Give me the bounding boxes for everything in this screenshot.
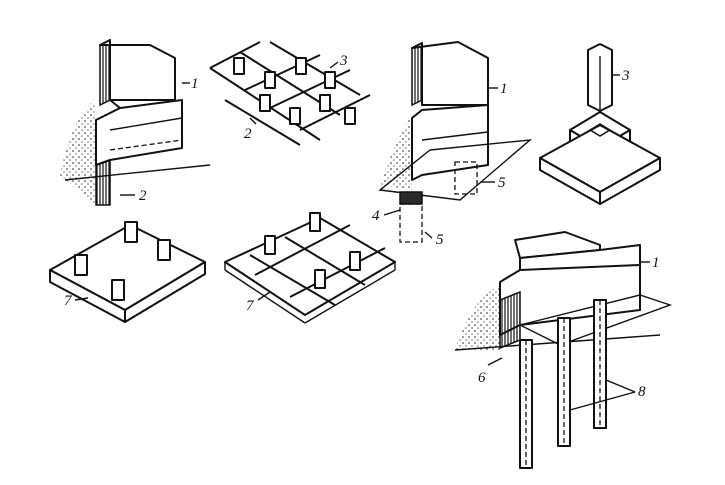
- label-1: 1: [191, 76, 199, 92]
- beam: [244, 54, 321, 91]
- label-8: 8: [638, 384, 646, 400]
- ground-line: [64, 164, 211, 181]
- footing-lower: [539, 124, 661, 193]
- post: [157, 239, 171, 261]
- ground-plane: [378, 139, 533, 201]
- strip-foundation-wall: [60, 38, 211, 206]
- wall-edge: [421, 131, 489, 141]
- rib: [289, 247, 386, 298]
- rib: [284, 236, 366, 286]
- pillar-hidden: [454, 161, 478, 195]
- label-3: 3: [339, 53, 348, 69]
- footing-section-hatch: [95, 158, 111, 206]
- label-7: 7: [64, 293, 73, 309]
- leader-7: [257, 291, 271, 301]
- label-1: 1: [652, 255, 660, 271]
- leader-6: [487, 357, 503, 366]
- label-5: 5: [436, 232, 444, 248]
- footing-edge: [109, 117, 183, 131]
- wall-top: [411, 41, 489, 106]
- raft-edge: [304, 269, 396, 324]
- label-5: 5: [498, 175, 506, 191]
- wall-section-hatch: [411, 41, 423, 107]
- pillar-top-section: [399, 191, 423, 205]
- post: [233, 57, 245, 75]
- slab-side: [124, 261, 206, 323]
- leader-8: [605, 379, 636, 393]
- wall-body: [411, 104, 489, 181]
- post: [124, 221, 138, 243]
- soil-stipple: [60, 100, 95, 205]
- leader-3: [329, 61, 339, 69]
- column-footing: [539, 43, 661, 205]
- post: [349, 251, 361, 271]
- leader-2: [249, 117, 257, 125]
- beam: [224, 99, 301, 146]
- label-3: 3: [621, 68, 630, 84]
- wall-on-piles: [454, 231, 673, 469]
- post: [295, 57, 307, 75]
- soil-stipple: [455, 285, 500, 350]
- post: [74, 254, 88, 276]
- beam: [269, 69, 351, 109]
- post: [264, 235, 276, 255]
- post: [319, 94, 331, 112]
- beam-grid-foundation: [209, 41, 371, 146]
- soil-stipple: [380, 115, 412, 190]
- label-7: 7: [246, 298, 255, 314]
- raft-edge: [224, 269, 306, 324]
- wall-on-pillars: [378, 41, 533, 243]
- post: [314, 269, 326, 289]
- footing-hidden-edge: [109, 139, 183, 151]
- socket: [588, 123, 612, 137]
- label-2: 2: [139, 188, 147, 204]
- leader-8: [569, 391, 636, 411]
- label-2: 2: [244, 126, 252, 142]
- label-4: 4: [372, 208, 380, 224]
- wall-top: [99, 39, 176, 101]
- beam: [269, 41, 361, 96]
- rib: [254, 224, 351, 276]
- post: [289, 107, 301, 125]
- post: [344, 107, 356, 125]
- slab-with-posts: [49, 221, 206, 323]
- post: [324, 71, 336, 89]
- post: [259, 94, 271, 112]
- rib: [249, 254, 336, 306]
- pillar-hidden: [399, 203, 423, 243]
- leader-5: [424, 231, 433, 239]
- grillage-section-hatch: [499, 290, 521, 350]
- beam: [209, 41, 261, 69]
- label-1: 1: [500, 81, 508, 97]
- label-6: 6: [478, 370, 486, 386]
- leader-7: [74, 297, 89, 301]
- footing-block: [95, 99, 183, 166]
- post: [111, 279, 125, 301]
- post: [309, 212, 321, 232]
- leader-4: [383, 209, 401, 216]
- raft-with-ribs: [224, 212, 396, 324]
- wall-section-hatch: [99, 38, 111, 107]
- post: [264, 71, 276, 89]
- footing-lower-side: [599, 157, 661, 205]
